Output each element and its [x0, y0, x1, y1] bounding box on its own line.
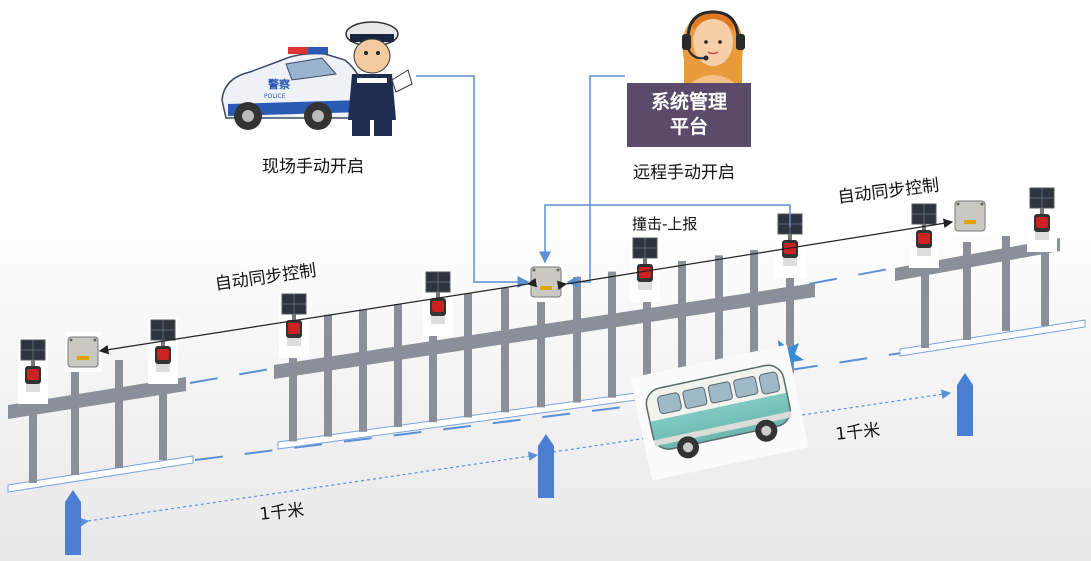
distance-marker-2: [538, 434, 554, 498]
fence-post: [537, 282, 545, 408]
distance-marker-1: [65, 490, 81, 555]
distance-left-label: 1千米: [258, 500, 306, 525]
controller-box: [65, 332, 101, 372]
solar-warning-lamp: [148, 318, 178, 384]
fence-post: [394, 304, 402, 428]
fence-post: [715, 255, 723, 384]
controller-box: [528, 262, 564, 302]
fence-post: [429, 298, 437, 423]
solar-warning-lamp: [909, 202, 939, 268]
fence-post: [608, 271, 616, 398]
fence-post: [464, 293, 472, 418]
fence-post: [678, 260, 686, 389]
operator-headset-illustration: [682, 10, 745, 86]
solar-warning-lamp: [18, 338, 48, 404]
controller-box: [952, 196, 988, 236]
solar-warning-lamp: [279, 292, 309, 358]
platform-title-line1: 系统管理: [650, 91, 727, 113]
control-lines: [78, 75, 954, 527]
fence-post: [750, 250, 758, 379]
platform-title-line2: 平台: [669, 116, 708, 138]
van-illustration: [630, 344, 809, 481]
fence-post: [324, 314, 332, 437]
fence-post: [359, 309, 367, 432]
distance-marker-3: [957, 373, 973, 436]
onsite-manual-label: 现场手动开启: [262, 157, 364, 177]
impact-report-label: 撞击-上报: [632, 215, 698, 233]
police-car-text: 警察: [267, 77, 291, 91]
management-platform-box: 系统管理 平台: [627, 83, 751, 147]
fence-post: [289, 320, 297, 442]
fence-post: [643, 266, 651, 393]
solar-warning-lamp: [1027, 186, 1057, 252]
police-car-subtext: POLICE: [264, 93, 286, 100]
fence-post: [501, 287, 509, 413]
distance-right-label: 1千米: [834, 420, 882, 445]
solar-warning-lamp: [423, 270, 453, 336]
fence-post: [573, 276, 581, 403]
fence-post: [786, 244, 794, 374]
remote-manual-label: 远程手动开启: [633, 163, 735, 183]
police-car-illustration: 警察 POLICE: [214, 14, 416, 142]
solar-warning-lamp: [630, 236, 660, 302]
